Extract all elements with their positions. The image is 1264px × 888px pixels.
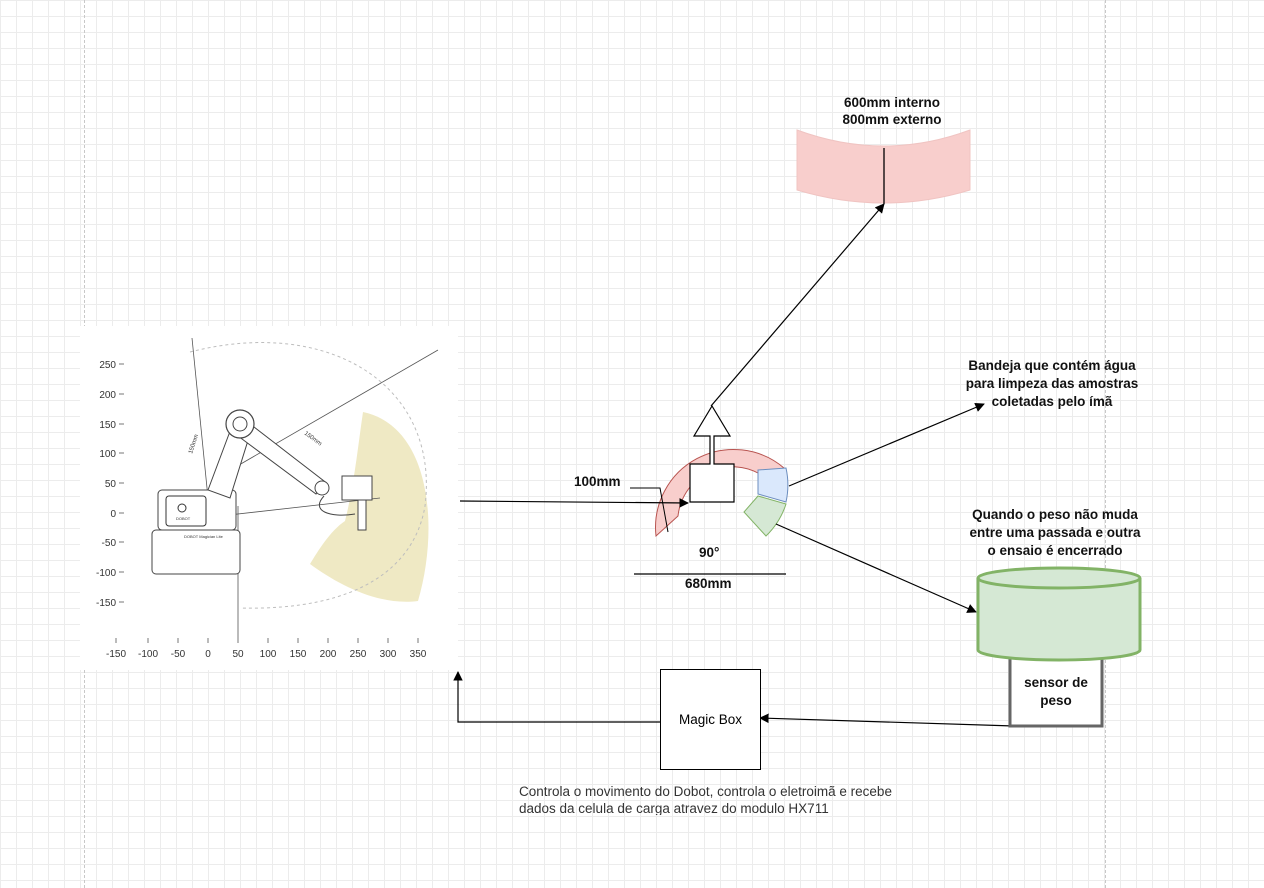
bin-sizes-line-2: 800mm externo	[842, 112, 942, 127]
connector-magicbox-to-robot	[453, 671, 660, 723]
stop-line-1: Quando o peso não muda	[972, 507, 1138, 522]
connector-ring-to-bucket	[775, 523, 977, 613]
ring-width-indicator	[630, 487, 669, 533]
weight-sensor-label: sensor de peso	[1012, 674, 1100, 710]
caption-line-1: Controla o movimento do Dobot, controla …	[519, 784, 892, 799]
page-guide-right	[1105, 0, 1106, 888]
y-tick: 50	[105, 479, 117, 490]
robot-wrist-joint	[314, 480, 330, 496]
x-tick: 250	[350, 649, 367, 660]
stop-line-3: o ensaio é encerrado	[987, 543, 1123, 558]
x-tick: -100	[138, 649, 158, 660]
tray-line-2: para limpeza das amostras	[965, 376, 1139, 391]
tray-line-1: Bandeja que contém água	[968, 358, 1136, 373]
x-tick: 200	[320, 649, 337, 660]
tray-label: Bandeja que contém água para limpeza das…	[952, 357, 1152, 411]
y-tick: -50	[102, 538, 117, 549]
magic-box-label: Magic Box	[678, 712, 743, 727]
ring-tray-segment[interactable]	[757, 467, 789, 503]
x-tick: -150	[106, 649, 126, 660]
x-tick: -50	[171, 649, 186, 660]
x-tick: 350	[410, 649, 427, 660]
workspace-area	[310, 412, 429, 602]
y-tick: 200	[99, 390, 116, 401]
connector-ring-to-tray-label	[788, 402, 985, 487]
angle-line-upper	[219, 349, 439, 477]
stop-condition-label: Quando o peso não muda entre uma passada…	[948, 506, 1162, 560]
sensor-line-2: peso	[1040, 693, 1072, 708]
connector-robot-to-ring	[459, 498, 689, 508]
diameter-label: 680mm	[685, 576, 732, 591]
robot-brand-text: DOBOT	[176, 516, 191, 521]
position-pointer-shape[interactable]	[689, 404, 735, 503]
robot-base-panel	[165, 495, 207, 527]
robot-base-logo	[177, 503, 187, 513]
robot-model-text: DOBOT Magician Lite	[184, 534, 224, 539]
stop-line-2: entre uma passada e outra	[969, 525, 1141, 540]
connector-pointer-to-bin	[710, 203, 885, 407]
weight-sensor[interactable]	[1008, 650, 1104, 728]
magic-box[interactable]: Magic Box	[660, 669, 761, 770]
y-tick: 0	[110, 509, 116, 520]
x-tick: 50	[232, 649, 244, 660]
dim-label-lower-arm: 150mm	[188, 434, 200, 455]
angle-line-lower	[219, 497, 381, 517]
collection-bucket-top	[976, 566, 1142, 590]
caption-line-2: dados da celula de carga atravez do modu…	[519, 801, 829, 815]
y-tick: -100	[96, 568, 116, 579]
robot-workspace-svg: DOBOT DOBOT Magician Lite 150mm 150mm 25…	[96, 337, 439, 660]
angle-line-vertical	[191, 337, 209, 499]
y-tick: -150	[96, 598, 116, 609]
robot-workspace-figure[interactable]: DOBOT DOBOT Magician Lite 150mm 150mm 25…	[80, 326, 458, 670]
y-tick: 250	[99, 360, 116, 371]
y-tick: 100	[99, 449, 116, 460]
ring-weigh-segment[interactable]	[743, 495, 787, 537]
ring-width-label: 100mm	[574, 474, 621, 489]
x-tick: 0	[205, 649, 211, 660]
robot-elbow-joint-inner	[232, 416, 248, 432]
robot-tool	[357, 499, 367, 531]
magic-box-caption: Controla o movimento do Dobot, controla …	[519, 783, 959, 815]
x-tick: 300	[380, 649, 397, 660]
x-tick: 100	[260, 649, 277, 660]
robot-end-effector	[341, 475, 373, 501]
collection-bucket[interactable]	[976, 578, 1142, 662]
sensor-line-1: sensor de	[1024, 675, 1088, 690]
tray-line-3: coletadas pelo ímã	[991, 394, 1113, 409]
x-tick: 150	[290, 649, 307, 660]
connector-sensor-to-magicbox	[759, 713, 1015, 727]
bin-sizes-line-1: 600mm interno	[843, 95, 941, 110]
reach-arc-outer	[189, 342, 427, 609]
angle-label: 90°	[699, 545, 720, 560]
y-tick: 150	[99, 420, 116, 431]
bin-sizes-label: 600mm interno 800mm externo	[812, 94, 972, 128]
robot-cable	[318, 495, 356, 516]
